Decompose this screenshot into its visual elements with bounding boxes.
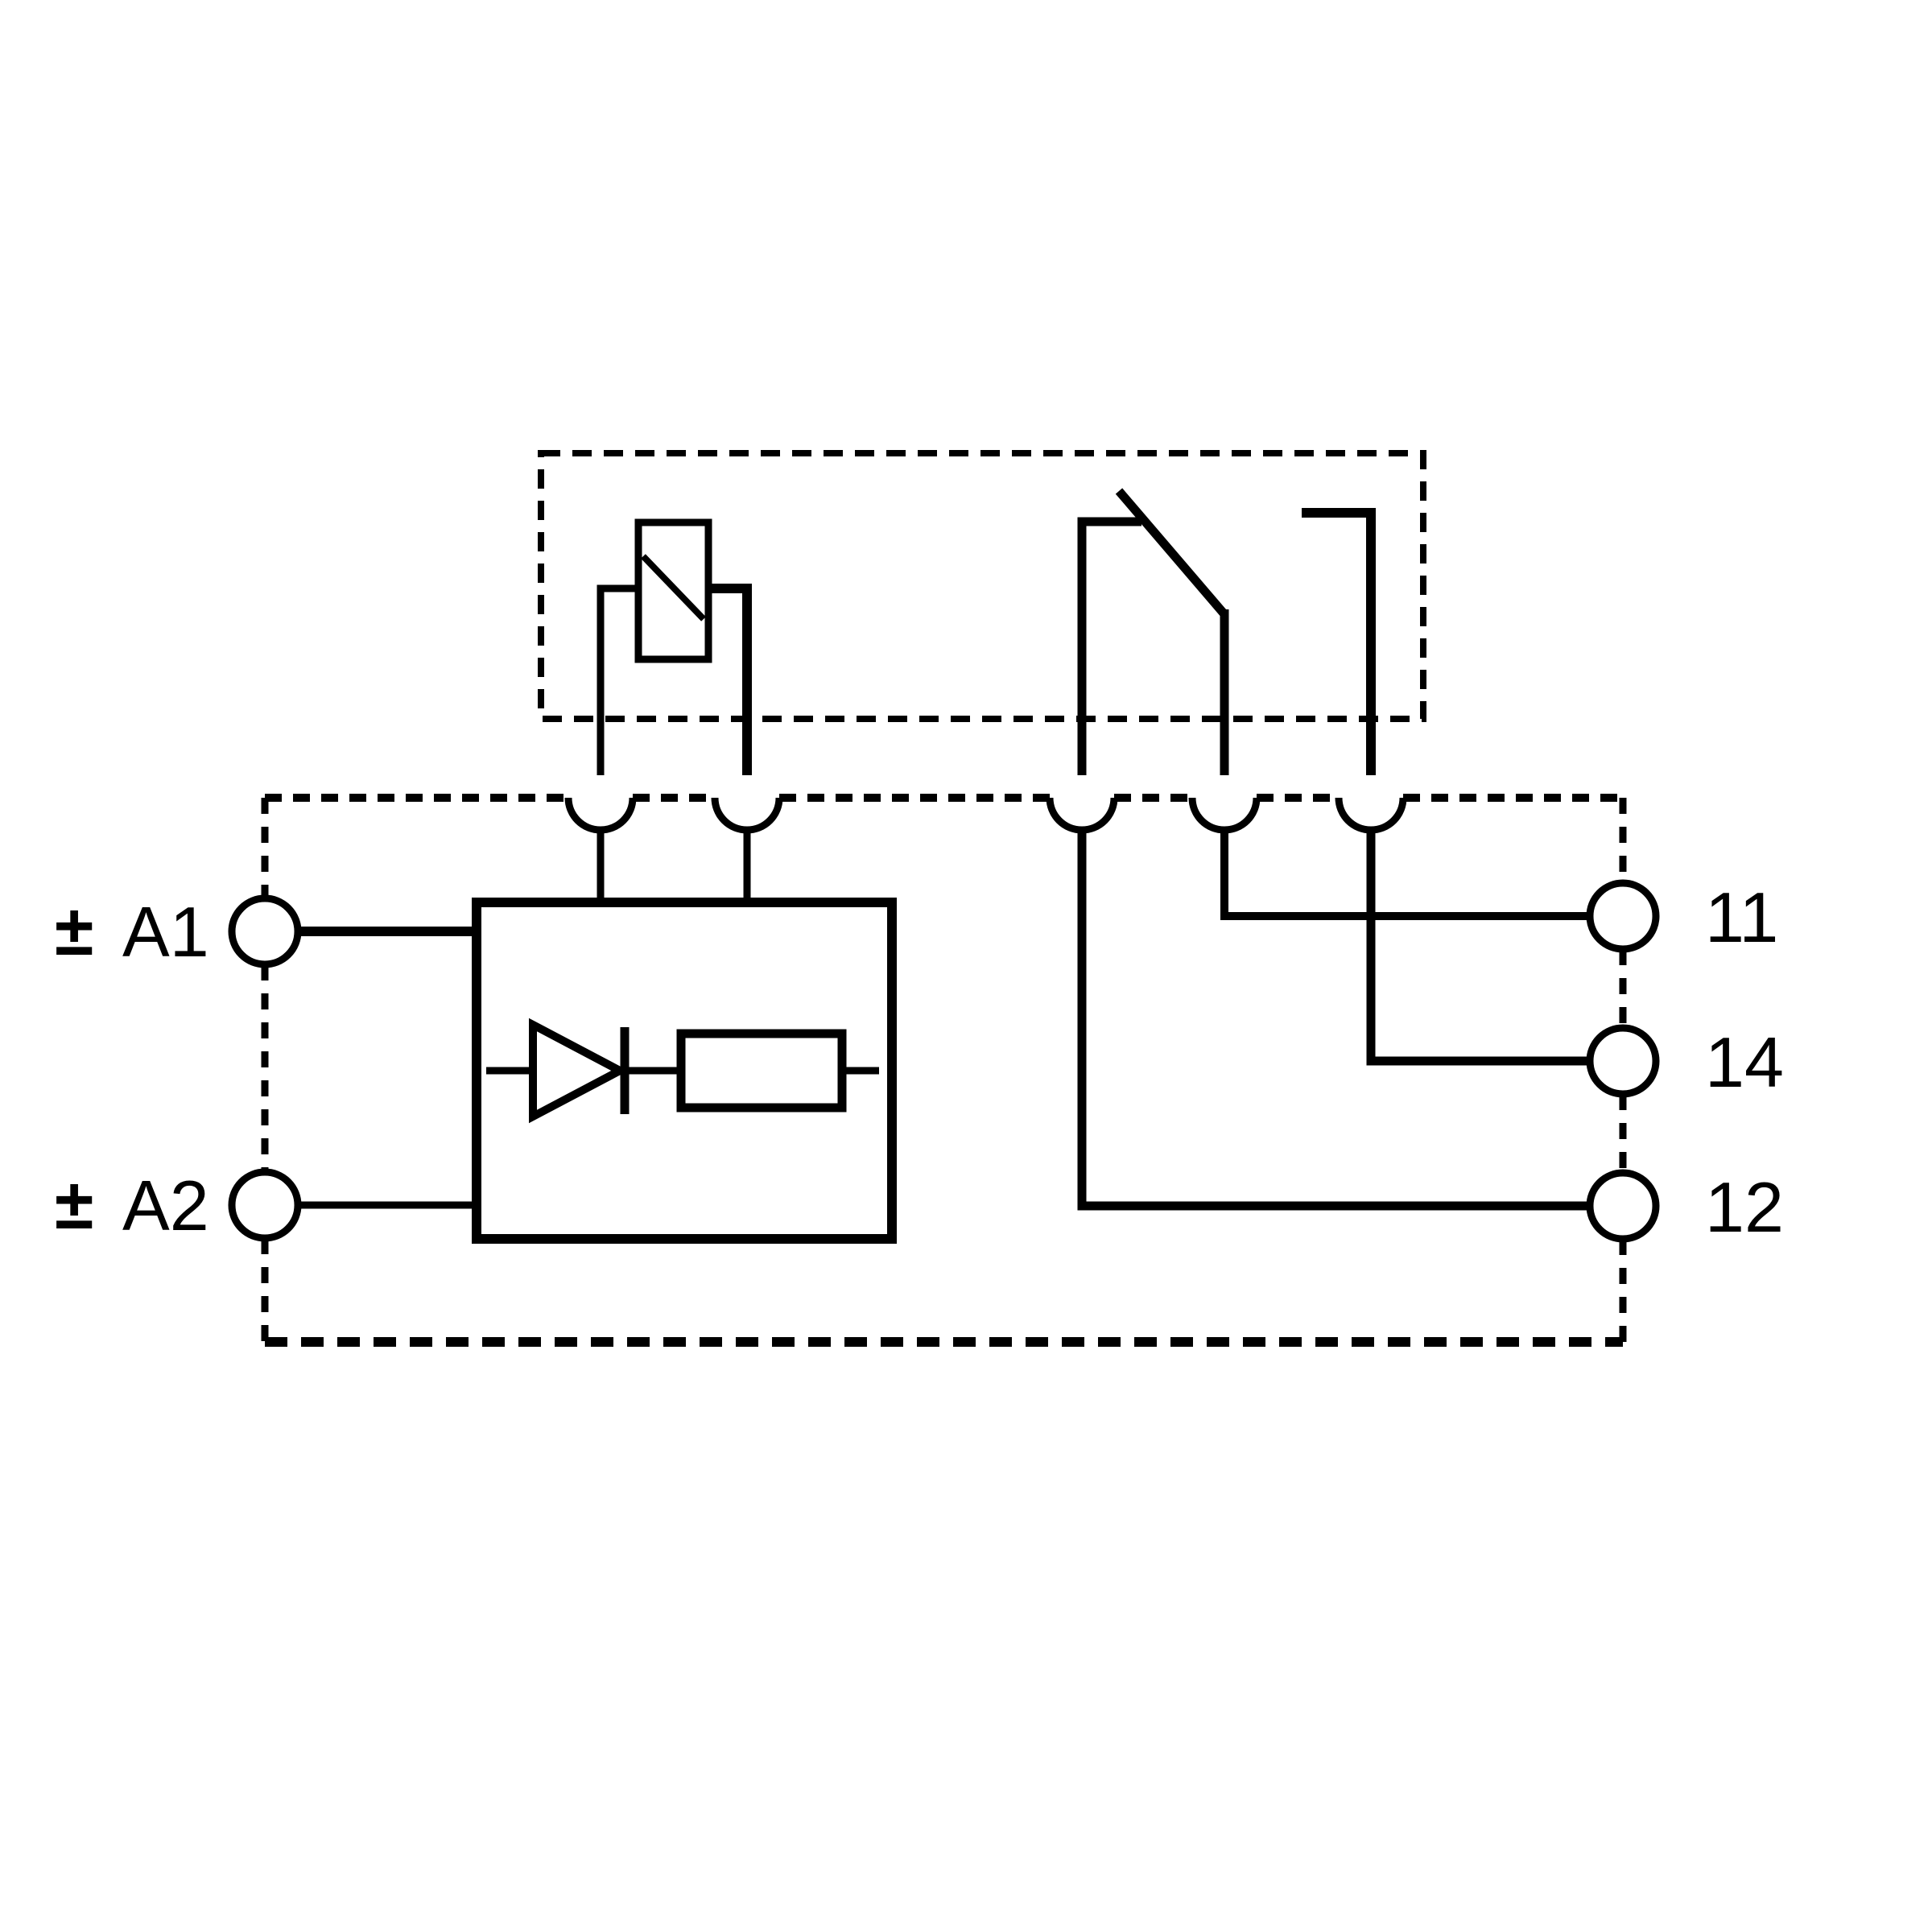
plug-in-socket-notch-icon (564, 797, 637, 834)
plug-in-socket-notch-icon (1188, 797, 1261, 834)
resistor-icon (676, 1029, 847, 1113)
input-circuit-box (472, 898, 897, 1244)
terminal-a2-label: A2 (122, 1166, 209, 1245)
contact-fixed-nc (1077, 517, 1141, 775)
plug-in-socket-notch-icon (711, 797, 783, 834)
terminal-14-circle (1586, 1024, 1660, 1098)
terminal-14-label: 14 (1705, 1022, 1784, 1102)
module-enclosure-outline (261, 794, 1627, 1347)
plug-in-socket-notch-icon (1335, 797, 1407, 834)
polarity-symbol-a2: ± (55, 1164, 93, 1244)
coil-diagonal (641, 554, 706, 621)
polarity-symbol-a1: ± (55, 890, 93, 970)
terminal-a1-circle (228, 894, 302, 968)
contact-fixed-no (1302, 508, 1376, 775)
terminal-a1-label: A1 (122, 892, 209, 972)
terminal-11-circle (1586, 879, 1660, 953)
diode-icon (529, 1018, 629, 1124)
changeover-contact-icon (1077, 488, 1376, 775)
terminal-a2-circle (228, 1168, 302, 1242)
coil-lead-right (708, 584, 752, 775)
relay-enclosure-outline (538, 450, 1426, 722)
wire-to-terminal-11 (1220, 830, 1590, 920)
relay-coil-icon (597, 518, 752, 775)
terminal-12-circle (1586, 1169, 1660, 1243)
plug-in-socket-notch-icon (1046, 797, 1118, 834)
input-circuit-outline (472, 898, 897, 1244)
terminal-12-label: 12 (1705, 1167, 1784, 1247)
contact-moving-arm (1115, 488, 1228, 617)
wire-to-terminal-12 (1077, 830, 1590, 1211)
coil-lead-left (597, 584, 638, 775)
terminal-11-label: 11 (1705, 877, 1778, 957)
wire-to-terminal-14 (1366, 830, 1590, 1066)
